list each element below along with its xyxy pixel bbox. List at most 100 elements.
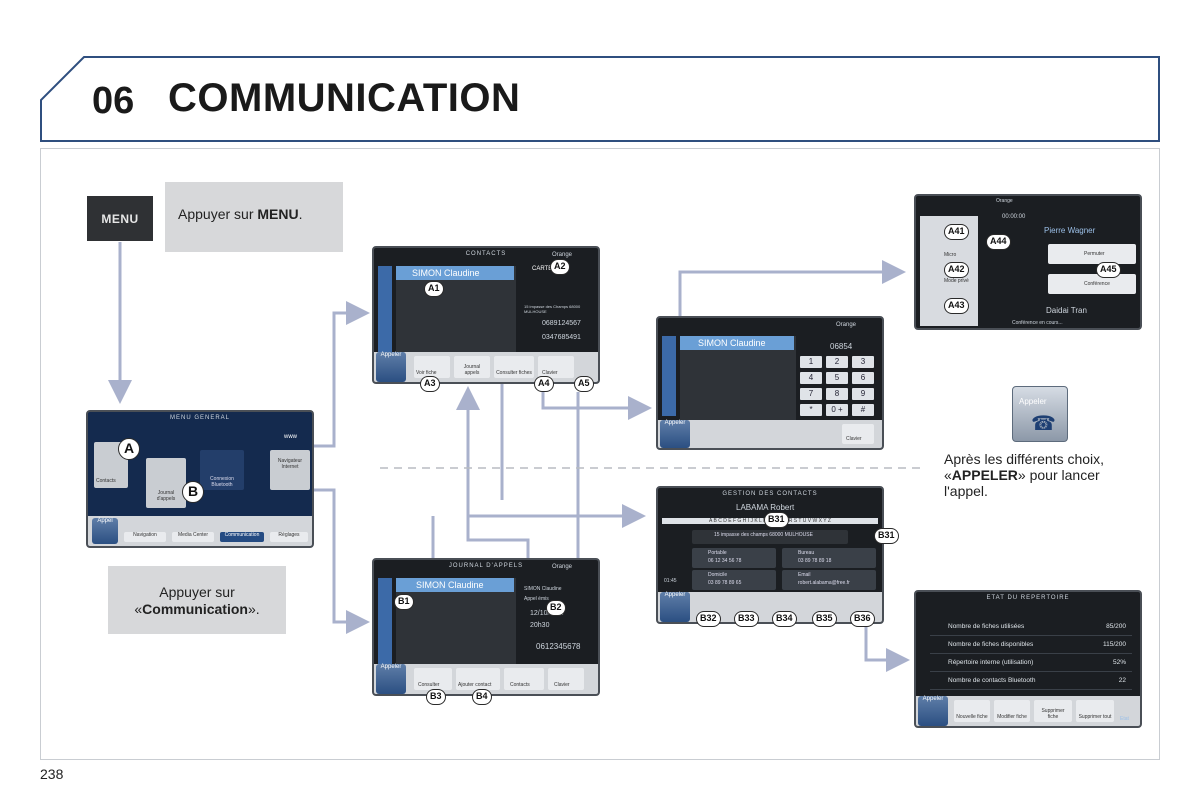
consulter-fiches-button[interactable]: Consulter fiches	[494, 356, 534, 378]
dialed-number[interactable]: 06854	[830, 342, 853, 351]
badge-b: B	[182, 481, 204, 503]
appeler-icon: Appeler ☎	[1012, 386, 1068, 442]
supprimer-tout-button[interactable]: Supprimer tout	[1076, 700, 1114, 722]
badge-a41: A41	[944, 224, 969, 240]
header-frame	[40, 56, 1160, 142]
badge-b1: B1	[394, 594, 414, 610]
scroll-bar[interactable]	[662, 336, 676, 416]
clavier-button[interactable]: Clavier	[538, 356, 574, 378]
chapter-number: 06	[92, 80, 135, 122]
badge-b34: B34	[772, 611, 797, 627]
screen-title: ETAT DU REPERTOIRE	[986, 595, 1070, 601]
key-8[interactable]: 8	[826, 388, 848, 400]
key-4[interactable]: 4	[800, 372, 822, 384]
key-2[interactable]: 2	[826, 356, 848, 368]
scroll-bar[interactable]	[378, 266, 392, 352]
journal-button[interactable]: Journal d'appels	[146, 458, 186, 508]
tab-navigation[interactable]: Navigation	[124, 532, 166, 542]
call-status: Conférence en cours...	[1012, 320, 1063, 326]
journal-appels-button[interactable]: Journal appels	[454, 356, 490, 378]
tab-communication[interactable]: Communication	[220, 532, 264, 542]
key-6[interactable]: 6	[852, 372, 874, 384]
micro-label: Micro	[944, 252, 957, 258]
contact-time: 01:45	[664, 578, 677, 584]
badge-b36: B36	[850, 611, 875, 627]
scroll-bar[interactable]	[378, 578, 392, 664]
tab-reglages[interactable]: Réglages	[270, 532, 308, 542]
phone-icon: ☎	[1031, 413, 1056, 435]
journal-screen: JOURNAL D'APPELS Orange SIMON Claudine S…	[372, 558, 600, 696]
operator-label: Orange	[551, 252, 572, 258]
key-9[interactable]: 9	[852, 388, 874, 400]
key-7[interactable]: 7	[800, 388, 822, 400]
contacts-button[interactable]: Contacts	[504, 668, 544, 690]
appeler-icon-label: Appeler	[1019, 397, 1047, 406]
badge-b33: B33	[734, 611, 759, 627]
contacts-screen: CONTACTS Orange SIMON Claudine CARTE INF…	[372, 246, 600, 384]
press-menu-instruction: Appuyer sur MENU.	[165, 182, 343, 252]
conference-button[interactable]: Conférence	[1048, 274, 1136, 294]
clavier-button[interactable]: Clavier	[548, 668, 584, 690]
key-5[interactable]: 5	[826, 372, 848, 384]
appeler-button[interactable]: Appeler	[376, 664, 406, 694]
consulter-button[interactable]: Consulter	[414, 668, 452, 690]
bluetooth-button[interactable]: Connexion Bluetooth	[200, 450, 244, 490]
call-list	[396, 578, 516, 666]
selected-call[interactable]: SIMON Claudine	[396, 578, 514, 592]
etat-tab[interactable]: Etat	[1120, 716, 1129, 722]
key-hash[interactable]: #	[852, 404, 874, 416]
badge-a44: A44	[986, 234, 1011, 250]
content-frame	[40, 148, 1160, 760]
address-field: 15 impasse des champs 68000 MULHOUSE	[692, 530, 848, 544]
key-0[interactable]: 0 +	[826, 404, 848, 416]
final-instruction: Après les différents choix, «APPELER» po…	[944, 451, 1105, 499]
call-timer: 00:00:00	[1002, 214, 1026, 220]
keypad-screen: Orange SIMON Claudine 06854 1 2 3 4 5 6 …	[656, 316, 884, 450]
key-star[interactable]: *	[800, 404, 822, 416]
badge-a5: A5	[574, 376, 594, 392]
badge-a1: A1	[424, 281, 444, 297]
badge-a3: A3	[420, 376, 440, 392]
appel-button[interactable]: Appel	[92, 518, 118, 544]
badge-a: A	[118, 438, 140, 460]
contact-list	[680, 336, 796, 420]
appeler-button[interactable]: Appeler	[918, 696, 948, 726]
selected-contact[interactable]: SIMON Claudine	[396, 266, 514, 280]
appeler-button[interactable]: Appeler	[376, 352, 406, 382]
press-communication-instruction: Appuyer sur «Communication».	[108, 566, 286, 634]
menu-button[interactable]: MENU	[87, 196, 153, 241]
permuter-button[interactable]: Permuter	[1048, 244, 1136, 264]
key-1[interactable]: 1	[800, 356, 822, 368]
clavier-button[interactable]: Clavier	[842, 424, 874, 444]
voir-fiche-button[interactable]: Voir fiche	[414, 356, 450, 378]
nouvelle-fiche-button[interactable]: Nouvelle fiche	[954, 700, 990, 722]
supprimer-fiche-button[interactable]: Supprimer fiche	[1034, 700, 1072, 722]
mode-label: Mode privé	[944, 278, 969, 284]
menu-general-screen: MENU GENERAL Contacts Journal d'appels C…	[86, 410, 314, 548]
ajouter-contact-button[interactable]: Ajouter contact	[456, 668, 500, 690]
screen-title: GESTION DES CONTACTS	[722, 491, 818, 497]
page-number: 238	[40, 766, 64, 782]
appeler-button[interactable]: Appeler	[660, 420, 690, 448]
tab-media-center[interactable]: Media Center	[172, 532, 214, 542]
appeler-button[interactable]: Appeler	[660, 592, 690, 622]
badge-a4: A4	[534, 376, 554, 392]
selected-contact[interactable]: SIMON Claudine	[680, 336, 794, 350]
gestion-screen: GESTION DES CONTACTS LABAMA Robert A B C…	[656, 486, 884, 624]
badge-a2: A2	[550, 259, 570, 275]
contact-name: LABAMA Robert	[736, 503, 795, 512]
navigateur-button[interactable]: Navigateur Internet	[270, 450, 310, 490]
detail-type: Appel émis	[524, 596, 549, 602]
key-3[interactable]: 3	[852, 356, 874, 368]
badge-b35: B35	[812, 611, 837, 627]
badge-a43: A43	[944, 298, 969, 314]
detail-time: 20h30	[530, 622, 550, 629]
modifier-fiche-button[interactable]: Modifier fiche	[994, 700, 1030, 722]
